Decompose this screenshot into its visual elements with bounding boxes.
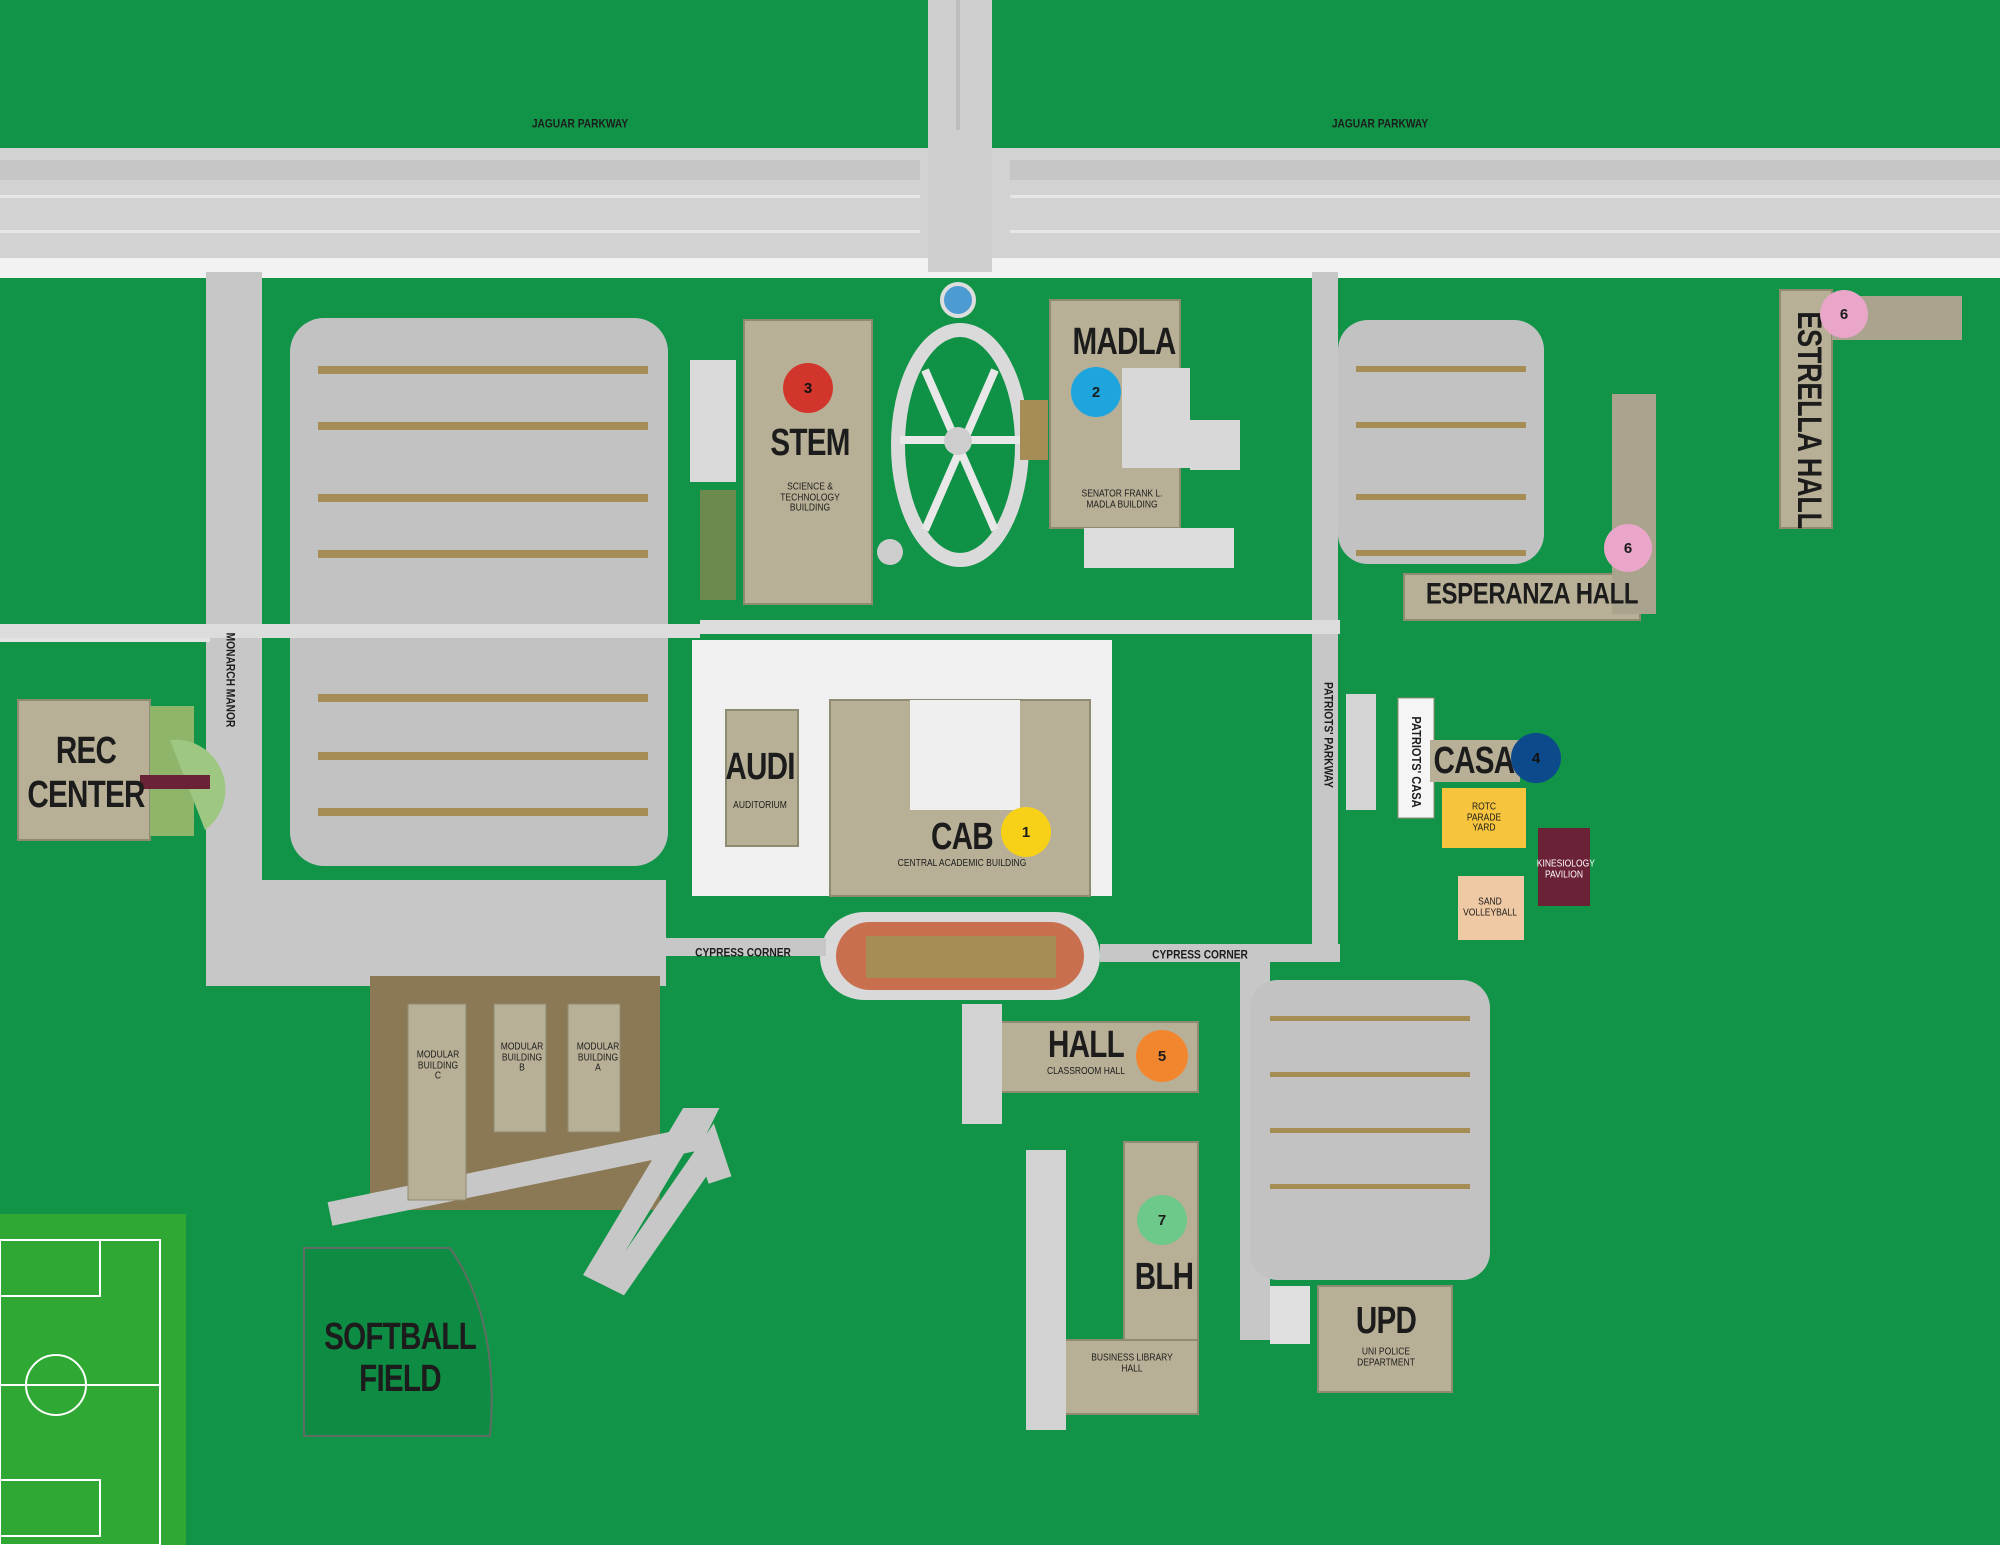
east-west-walkway [700, 620, 1340, 634]
casa-area [1346, 694, 1590, 940]
stem-full-label: SCIENCE & TECHNOLOGY BUILDING [780, 481, 840, 514]
uni-police-department-label: UNI POLICE DEPARTMENT [1357, 1346, 1415, 1368]
modular-building-c-label: MODULAR BUILDING C [416, 1049, 460, 1082]
cab-short-label: CAB [931, 816, 994, 859]
cypress-corner-label-west: CYPRESS CORNER [695, 945, 791, 960]
marker-esperanza-hall[interactable]: 6 [1604, 524, 1652, 572]
rotc-parade-yard-label: ROTC PARADE YARD [1466, 801, 1502, 834]
rec-center-label-line1: REC [55, 730, 117, 773]
estrella-hall-label: ESTRELLA HALL [1789, 311, 1828, 529]
auditorium-label: AUDITORIUM [733, 799, 787, 811]
patriots-casa-label: PATRIOTS' CASA [1408, 716, 1424, 808]
marker-casa[interactable]: 4 [1511, 733, 1561, 783]
audi-short-label: AUDI [725, 746, 795, 789]
madla-building [1020, 299, 1240, 568]
esperanza-hall-label: ESPERANZA HALL [1425, 577, 1639, 611]
casa-short-label: CASA [1433, 740, 1516, 783]
track [820, 912, 1100, 1000]
rec-center-building [17, 699, 226, 841]
monarch-manor-label: MONARCH MANOR [223, 632, 238, 728]
patriots-parkway-label: PATRIOTS' PARKWAY [1321, 682, 1336, 788]
service-road [327, 1108, 732, 1296]
marker-cab[interactable]: 1 [1001, 807, 1051, 857]
kinesiology-pavilion-label: KINESIOLOGY PAVILION [1536, 858, 1595, 880]
blh-short-label: BLH [1134, 1256, 1194, 1299]
sand-volleyball-court [1458, 876, 1524, 940]
soccer-field [0, 1214, 186, 1545]
west-parking-lot [0, 318, 700, 866]
stem-short-label: STEM [770, 422, 850, 465]
rec-center-label-line2: CENTER [27, 774, 145, 817]
cab-full-label: CENTRAL ACADEMIC BUILDING [897, 857, 1027, 869]
patriots-parkway-road [1312, 272, 1338, 952]
jaguar-parkway-label-west: JAGUAR PARKWAY [531, 116, 629, 131]
rotc-parade-yard [1442, 788, 1526, 848]
marker-madla[interactable]: 2 [1071, 367, 1121, 417]
sand-volleyball-label: SAND VOLLEYBALL [1463, 896, 1517, 918]
marker-classroom-hall[interactable]: 5 [1136, 1030, 1188, 1082]
south-east-parking-lot [1250, 980, 1490, 1280]
jaguar-parkway-label-east: JAGUAR PARKWAY [1331, 116, 1429, 131]
madla-short-label: MADLA [1072, 321, 1176, 364]
softball-field-label-line2: FIELD [359, 1358, 442, 1401]
jaguar-parkway-road [0, 0, 2000, 278]
kinesiology-pavilion [1538, 828, 1590, 906]
modular-building-a-label: MODULAR BUILDING A [576, 1041, 620, 1074]
madla-full-label: SENATOR FRANK L. MADLA BUILDING [1081, 488, 1163, 510]
central-mall [877, 282, 1029, 697]
classroom-hall-label: CLASSROOM HALL [1047, 1065, 1125, 1077]
esperanza-hall-building [1403, 394, 1656, 621]
softball-field-label-line1: SOFTBALL [324, 1316, 477, 1359]
cypress-corner-label-east: CYPRESS CORNER [1152, 947, 1248, 962]
cab-complex [692, 640, 1112, 897]
modular-building-b-label: MODULAR BUILDING B [500, 1041, 544, 1074]
modular-buildings [407, 1003, 621, 1201]
upd-short-label: UPD [1355, 1300, 1417, 1343]
marker-stem[interactable]: 3 [783, 363, 833, 413]
east-parking-lot [1338, 320, 1544, 564]
hall-short-label: HALL [1048, 1024, 1125, 1067]
upd-building [1270, 1285, 1453, 1393]
marker-blh[interactable]: 7 [1137, 1195, 1187, 1245]
marker-estrella-hall[interactable]: 6 [1820, 290, 1868, 338]
softball-field-outline [303, 1247, 493, 1437]
business-library-hall-label: BUSINESS LIBRARY HALL [1091, 1352, 1173, 1374]
